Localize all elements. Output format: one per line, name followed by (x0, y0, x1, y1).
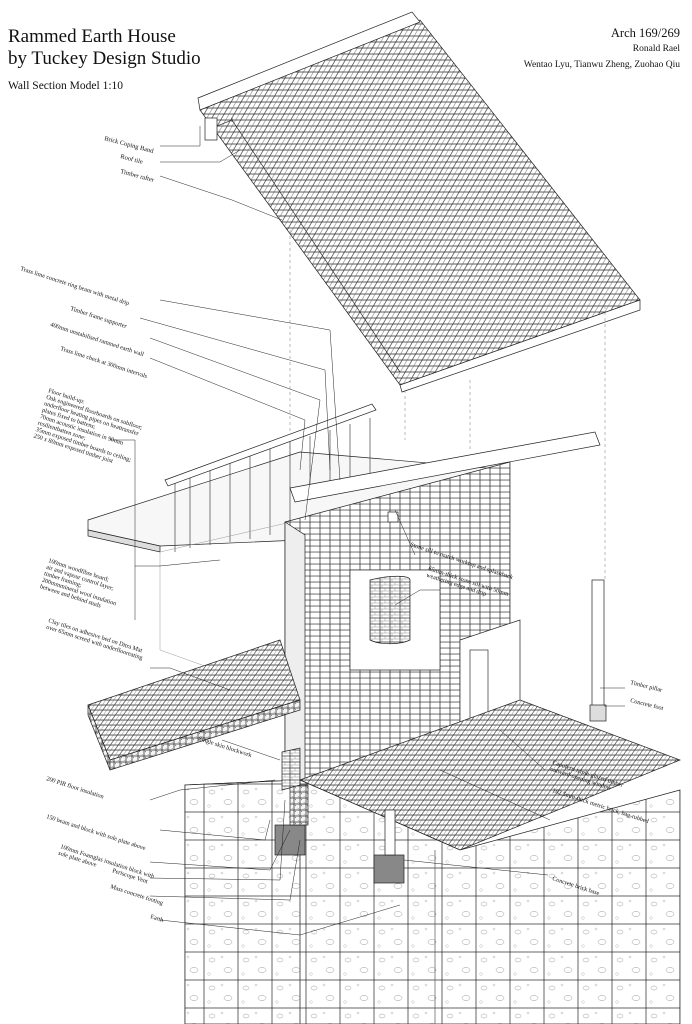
label-floor-build-up: Floor build-up:Oak engineered floorboard… (33, 387, 146, 470)
label-pir-insulation: 200 PIR floor insulation (45, 775, 104, 800)
label-brick-coping-band: Brick Coping Band (103, 135, 154, 155)
stone-sill (369, 575, 411, 645)
label-timber-frame-supporter: Timber frame supporter (69, 305, 127, 330)
label-line: Roof tile (119, 153, 143, 166)
single-skin-blockwork (281, 747, 301, 791)
label-roof-tile: Roof tile (119, 153, 143, 166)
professor-name: Ronald Rael (632, 44, 680, 54)
top-plate (164, 403, 377, 487)
label-line: 200 PIR floor insulation (45, 775, 104, 800)
upper-floor-frame (87, 403, 601, 701)
beam-and-block (384, 809, 396, 856)
label-line: Earth (149, 913, 165, 924)
ring-beam (289, 431, 601, 503)
concrete-brick-base (373, 854, 405, 884)
title: Rammed Earth House by Tuckey Design Stud… (8, 26, 201, 70)
label-mass-footing: Mass concrete footing (109, 883, 163, 907)
label-line: Trass lime concrete ring beam with metal… (19, 265, 130, 307)
earth-ground (184, 779, 681, 1024)
foamglas-block (289, 784, 309, 826)
label-line: Single skin blockwork (197, 735, 253, 759)
label-ring-beam: Trass lime concrete ring beam with metal… (19, 265, 130, 307)
label-line: Concrete foot (630, 697, 665, 712)
label-woodfibre-board: 100mm woodfibre board;air and vapour con… (39, 557, 123, 614)
label-line: Brick Coping Band (103, 135, 154, 155)
label-line: Timber frame supporter (69, 305, 127, 330)
label-earth: Earth (149, 913, 165, 924)
timber-pillar (589, 579, 607, 722)
subtitle: Wall Section Model 1:10 (8, 80, 124, 92)
roof-assembly (197, 11, 641, 393)
label-concrete-foot: Concrete foot (630, 697, 665, 712)
title-line-2: by Tuckey Design Studio (8, 48, 201, 69)
label-line: Timber rafter (119, 168, 155, 184)
title-line-1: Rammed Earth House (8, 26, 176, 47)
label-clay-tiles: Clay tiles on adhesive bed on Ditra Mato… (45, 617, 145, 661)
authors: Wentao Lyu, Tianwu Zheng, Zuohao Qiu (523, 60, 680, 70)
roof-edge (399, 299, 641, 393)
label-timber-rafter: Timber rafter (119, 168, 155, 184)
label-line: Mass concrete footing (109, 883, 163, 907)
course-code: Arch 169/269 (610, 26, 680, 40)
label-line: Timber pillar (630, 679, 663, 694)
leader-lines (110, 126, 625, 936)
label-timber-pillar: Timber pillar (630, 679, 663, 694)
label-line: Clay tiles on adhesive bed on Ditra Mat (47, 617, 143, 654)
brick-coping-band (197, 11, 421, 111)
label-single-skin: Single skin blockwork (197, 735, 253, 759)
